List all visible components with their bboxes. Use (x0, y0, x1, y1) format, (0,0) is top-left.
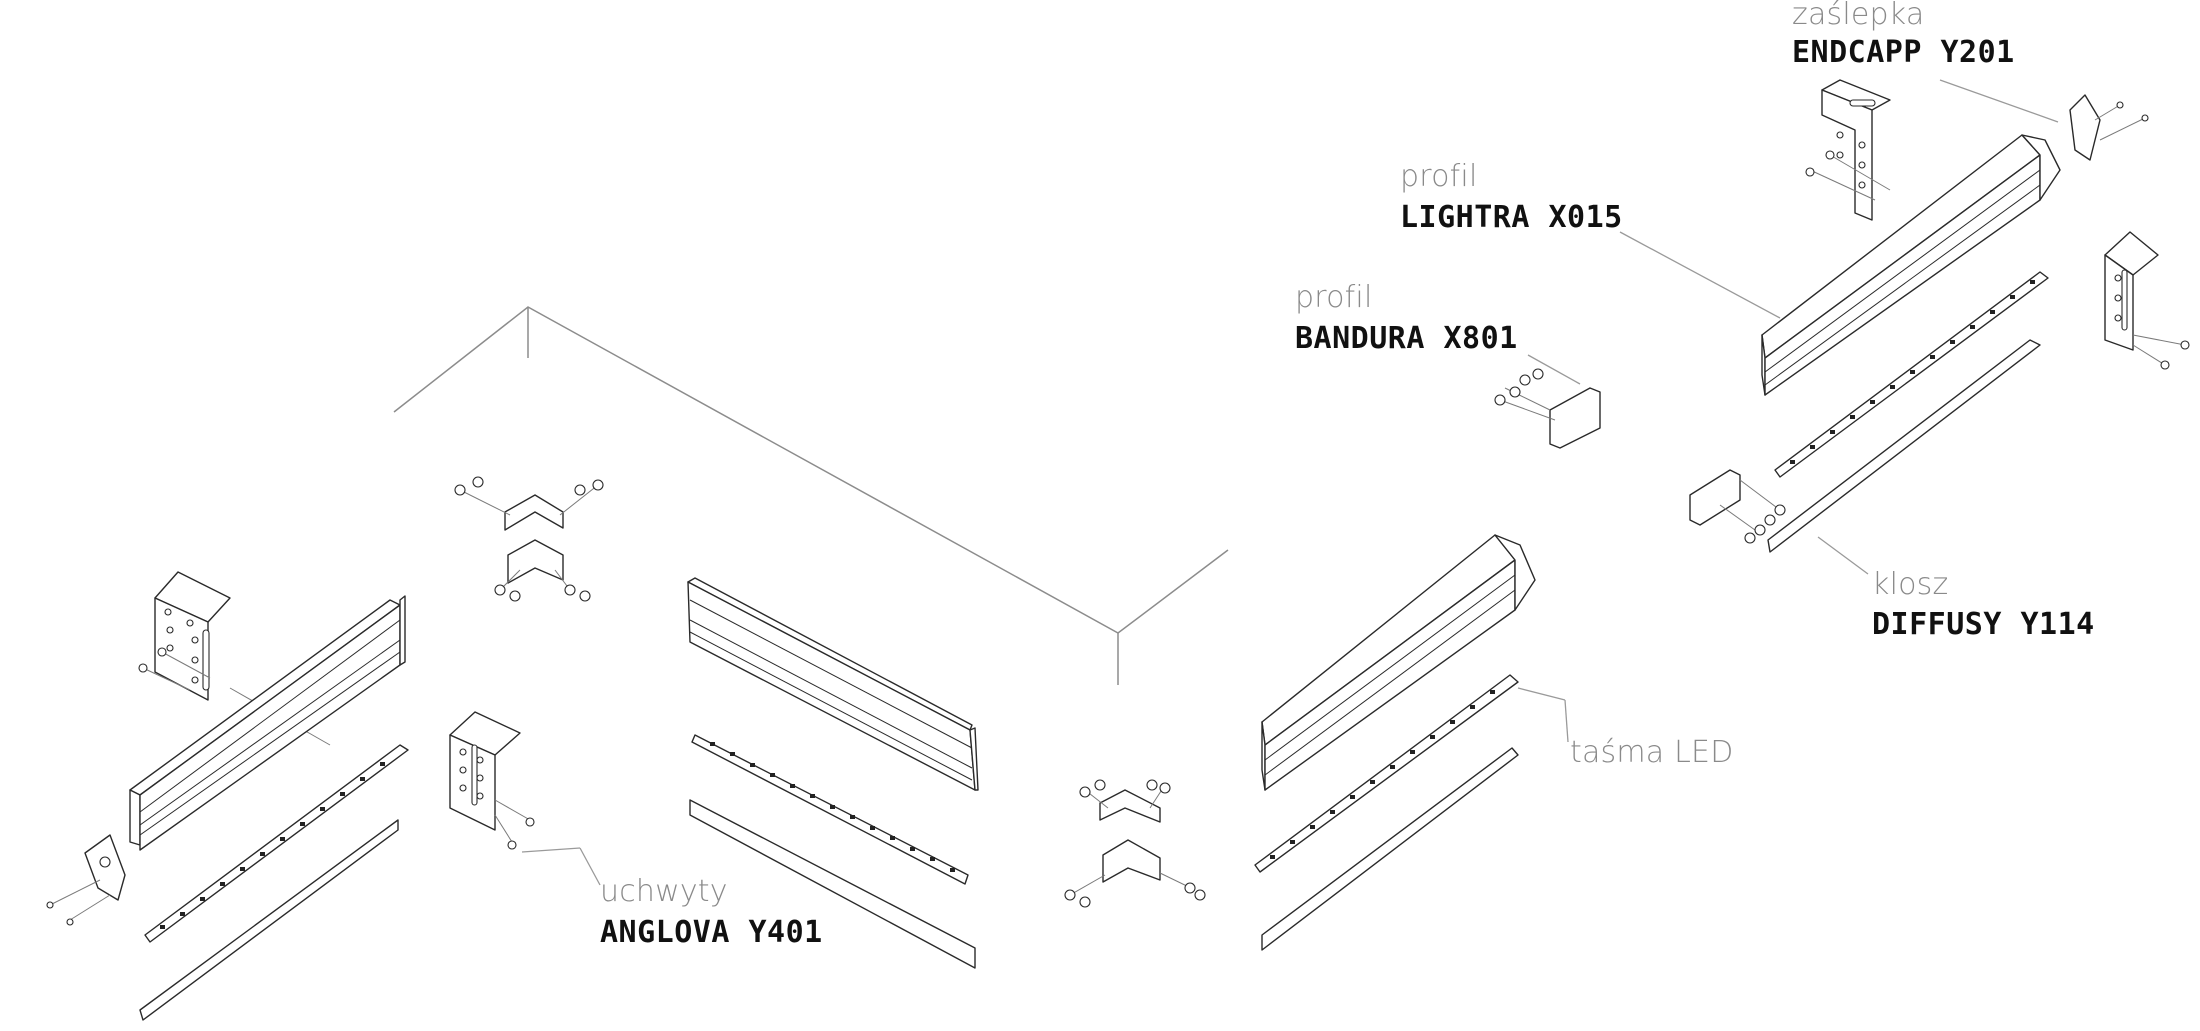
leader-anglova-2 (579, 847, 601, 886)
led-strip-center (691, 734, 969, 885)
label-bandura-code: BANDURA X801 (1295, 321, 1518, 356)
leader-lines (521, 79, 2059, 886)
profile-top-right (1761, 134, 2061, 396)
bracket-left-bottom (449, 711, 535, 850)
diffuser-top-right (1767, 339, 2041, 553)
profile-left (129, 595, 406, 851)
bracket-top-right (1805, 79, 1891, 221)
leader-diffusy (1817, 536, 1869, 575)
left-assembly (46, 571, 535, 1021)
leader-led-2 (1564, 699, 1569, 743)
corner-connector-bottom (1064, 779, 1206, 908)
led-strip-right-center (1254, 674, 1519, 873)
label-led-strip: taśma LED (1570, 735, 1734, 770)
leader-anglova (521, 847, 581, 853)
led-strip-left (144, 744, 409, 943)
profile-right-center (1261, 534, 1536, 791)
label-endcap-category: zaślepka (1792, 0, 1925, 32)
bracket-left-top (154, 571, 231, 701)
leader-led (1517, 687, 1566, 701)
leader-bandura (1527, 354, 1581, 385)
diffuser-center (689, 799, 976, 969)
led-strip-top-right (1774, 271, 2049, 478)
corner-connector-top (454, 476, 604, 602)
diffuser-right-center (1261, 747, 1519, 951)
endcap-top-right (2069, 94, 2149, 161)
label-bandura-category: profil (1295, 280, 1373, 315)
label-anglova-code: ANGLOVA Y401 (600, 915, 823, 950)
label-anglova-category: uchwyty (600, 874, 728, 909)
label-lightra-category: profil (1400, 159, 1478, 194)
leader-lightra (1619, 231, 1781, 319)
center-assembly (687, 577, 979, 969)
right-center-assembly (1254, 534, 1536, 951)
endcap-bottom-right (1689, 469, 1786, 544)
leader-endcap (1939, 79, 2059, 123)
bracket-right-side (2104, 231, 2190, 370)
label-diffusy-category: klosz (1872, 567, 1949, 602)
label-endcap-code: ENDCAPP Y201 (1792, 35, 2015, 70)
profile-center (687, 577, 979, 791)
diffuser-left (139, 819, 399, 1021)
endcap-left (46, 834, 126, 926)
top-right-assembly (1689, 79, 2190, 553)
label-diffusy-code: DIFFUSY Y114 (1872, 607, 2095, 642)
wall-outline (393, 306, 1229, 685)
bandura-endcap (1494, 368, 1601, 449)
label-lightra-code: LIGHTRA X015 (1400, 200, 1623, 235)
